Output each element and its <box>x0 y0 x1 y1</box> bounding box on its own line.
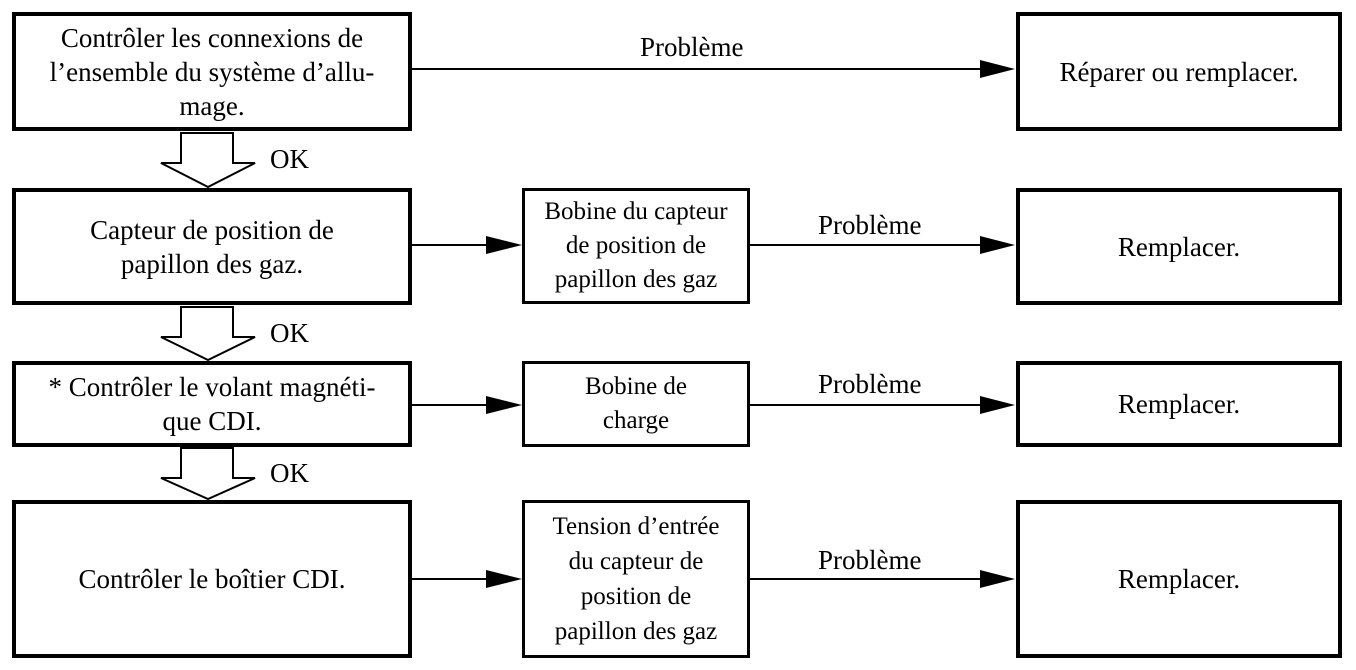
ok-down-arrow-1 <box>160 132 256 189</box>
check-box-2: Bobine du capteur de position de papillo… <box>522 188 750 304</box>
arrowhead-row2-check <box>486 236 522 254</box>
result-3-text: Remplacer. <box>1117 389 1241 419</box>
main-step-1-box: Contrôler les connexions de l’ensemble d… <box>12 12 412 131</box>
check-3-text: Bobine de charge <box>584 373 688 434</box>
result-4-text: Remplacer. <box>1117 564 1241 594</box>
result-box-3: Remplacer. <box>1016 361 1342 447</box>
ok-label-2: OK <box>270 318 309 348</box>
main-step-2-box: Capteur de position de papillon des gaz. <box>12 188 412 305</box>
result-box-4: Remplacer. <box>1016 500 1342 658</box>
check-box-3: Bobine de charge <box>522 361 750 447</box>
main-step-4-text: Contrôler le boîtier CDI. <box>78 564 346 594</box>
ok-label-1: OK <box>270 144 309 174</box>
result-2-text: Remplacer. <box>1117 231 1241 262</box>
arrowhead-row4-result <box>980 570 1015 588</box>
ok-down-arrow-2 <box>160 306 256 362</box>
result-box-2: Remplacer. <box>1016 188 1342 305</box>
main-step-4-box: Contrôler le boîtier CDI. <box>12 500 412 658</box>
problem-label-1: Problème <box>640 32 744 62</box>
main-step-2-text: Capteur de position de papillon des gaz. <box>90 214 334 279</box>
problem-label-4: Problème <box>818 545 922 575</box>
arrowhead-row1 <box>980 60 1015 78</box>
arrowhead-row4-check <box>486 570 522 588</box>
arrowhead-row3-result <box>980 396 1015 414</box>
check-2-text: Bobine du capteur de position de papillo… <box>544 198 728 293</box>
arrowhead-row2-result <box>980 236 1015 254</box>
ok-down-arrow-3 <box>160 447 256 501</box>
check-4-text: Tension d’entrée du capteur de position … <box>552 513 720 645</box>
main-step-3-text: * Contrôler le volant magnéti- que CDI. <box>48 372 376 436</box>
check-box-4: Tension d’entrée du capteur de position … <box>522 500 750 658</box>
main-step-1-text: Contrôler les connexions de l’ensemble d… <box>49 22 375 121</box>
result-box-1: Réparer ou remplacer. <box>1016 12 1342 131</box>
arrowhead-row3-check <box>486 396 522 414</box>
result-1-text: Réparer ou remplacer. <box>1059 56 1299 87</box>
problem-label-2: Problème <box>818 210 922 240</box>
ok-label-3: OK <box>270 458 309 488</box>
main-step-3-box: * Contrôler le volant magnéti- que CDI. <box>12 361 412 447</box>
problem-label-3: Problème <box>818 369 922 399</box>
